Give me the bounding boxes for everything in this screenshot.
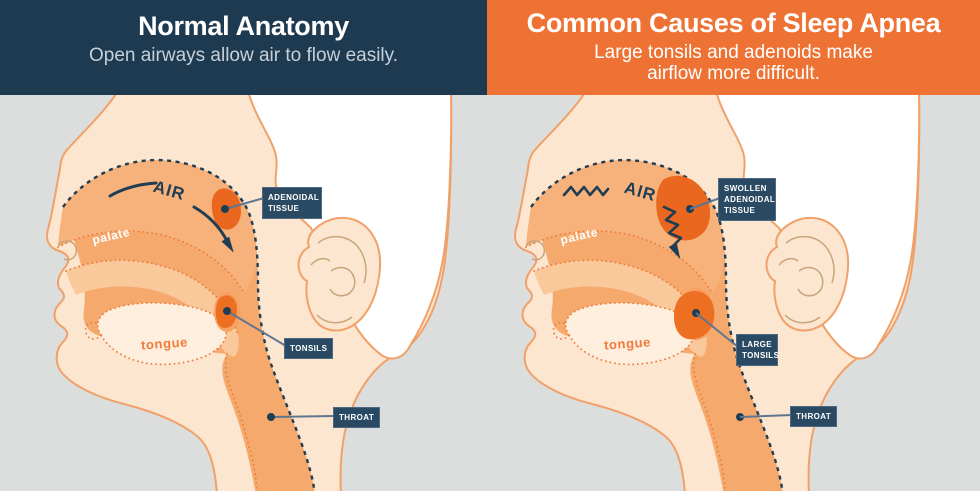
air-arrow-tail (192, 205, 229, 243)
header-row: Normal Anatomy Open airways allow air to… (0, 0, 980, 95)
connector-large-tonsils (695, 312, 739, 348)
dot-tonsils (223, 307, 231, 315)
air-arrowhead (668, 242, 681, 259)
air-arrowhead (221, 236, 234, 253)
panel-title: Normal Anatomy (138, 11, 349, 41)
air-zigzag-lead (562, 185, 610, 197)
connector-tonsils (226, 310, 287, 347)
air-zigzag-tail (662, 205, 683, 248)
swollen-adenoidal-tissue-shape (656, 175, 711, 241)
panel-subtitle: Open airways allow air to flow easily. (88, 45, 399, 66)
diagram-area: AIR palate tongue ADENOIDAL TISSUE TONSI… (0, 95, 980, 491)
dot-adenoidal (221, 205, 229, 213)
callout-throat: THROAT (333, 407, 381, 428)
header-sleep-apnea: Common Causes of Sleep Apnea Large tonsi… (487, 0, 980, 95)
apnea-head-svg (513, 95, 921, 491)
connector-adenoidal (224, 197, 265, 210)
dot-throat (267, 413, 275, 421)
callout-tonsils: TONSILS (284, 338, 334, 359)
panel-title: Common Causes of Sleep Apnea (526, 8, 941, 38)
callout-adenoidal-tissue: ADENOIDAL TISSUE (262, 187, 322, 219)
panel-sleep-apnea: AIR palate tongue SWOLLEN ADENOIDAL TISS… (490, 95, 980, 491)
callout-swollen-adenoidal-tissue: SWOLLEN ADENOIDAL TISSUE (718, 178, 776, 221)
connector-swollen-adenoidal (689, 197, 721, 210)
callout-large-tonsils: LARGE TONSILS (736, 334, 779, 366)
header-normal-anatomy: Normal Anatomy Open airways allow air to… (0, 0, 487, 95)
air-arrow-lead (108, 181, 158, 198)
panel-normal-anatomy: AIR palate tongue ADENOIDAL TISSUE TONSI… (0, 95, 490, 491)
connector-throat (739, 414, 793, 418)
connector-throat (270, 415, 335, 418)
panel-subtitle: Large tonsils and adenoids make airflow … (594, 42, 873, 84)
normal-head-svg (45, 95, 453, 491)
callout-throat: THROAT (790, 406, 838, 427)
